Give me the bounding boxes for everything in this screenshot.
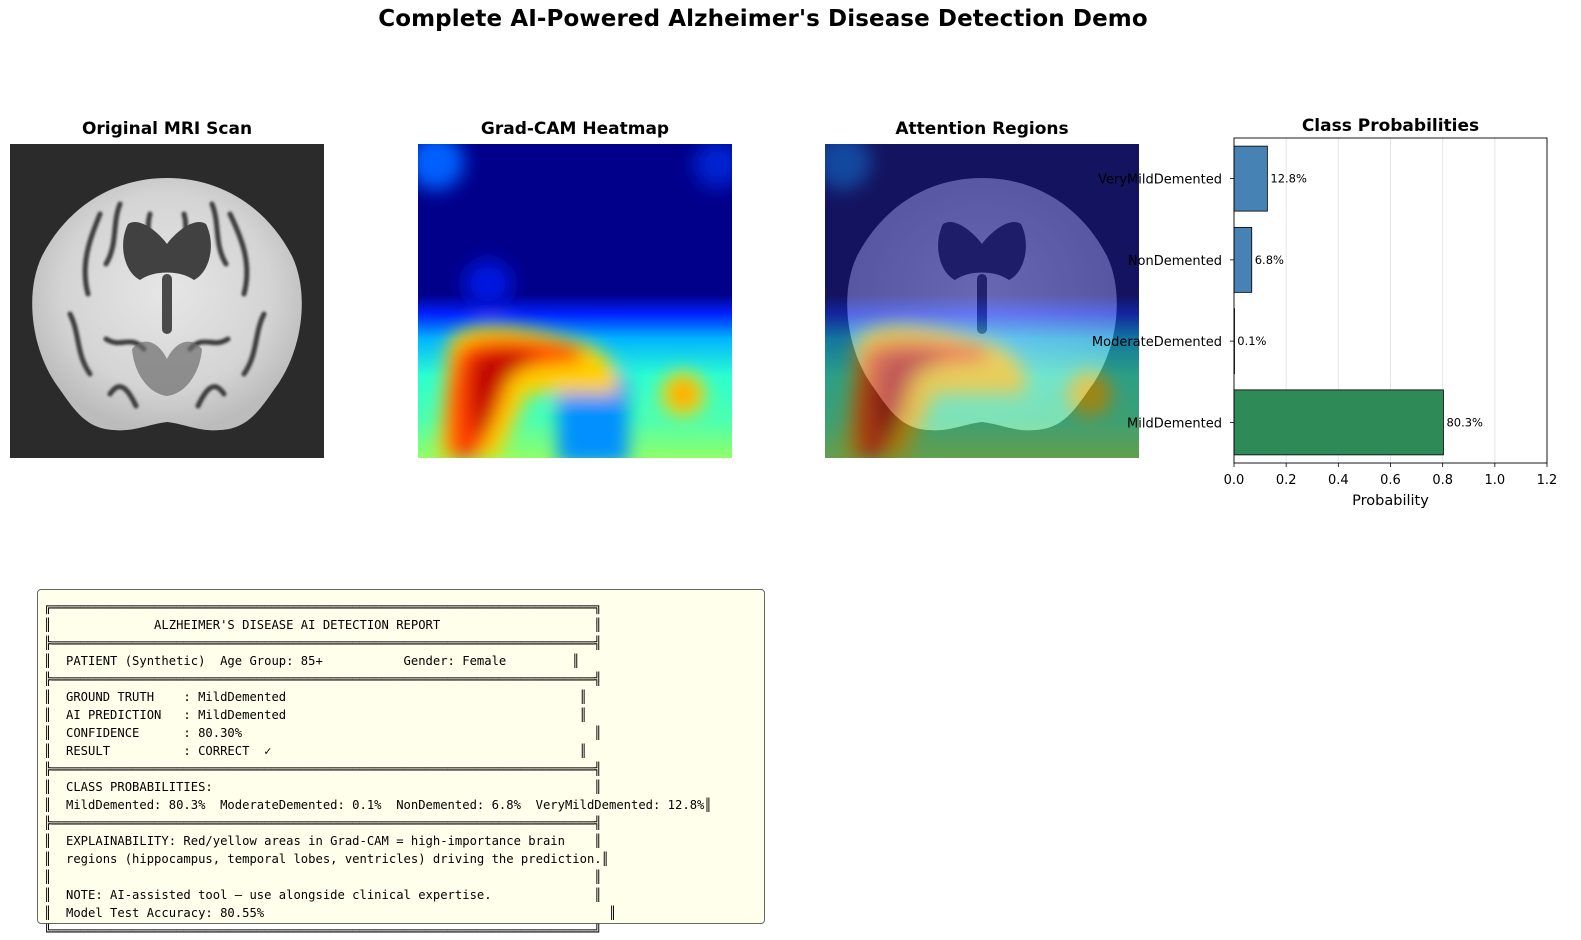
bar-value-label: 12.8%: [1270, 172, 1307, 186]
y-tick-label: ModerateDemented: [1092, 335, 1222, 350]
x-axis-label: Probability: [1352, 493, 1429, 509]
y-tick-label: VeryMildDemented: [1098, 173, 1222, 188]
report-line: ╔═══════════════════════════════════════…: [44, 600, 602, 614]
report-line: ║ MildDemented: 80.3% ModerateDemented: …: [44, 798, 712, 812]
report-line: ║ RESULT : CORRECT ✓ ║: [44, 744, 587, 758]
detection-report-box: ╔═══════════════════════════════════════…: [37, 589, 765, 938]
gradcam-heatmap-image: [418, 144, 732, 458]
report-line: ║ PATIENT (Synthetic) Age Group: 85+ Gen…: [44, 654, 580, 668]
original-mri-image: [10, 144, 324, 458]
report-line: ║ Model Test Accuracy: 80.55% ║: [44, 906, 617, 920]
report-line: ║ GROUND TRUTH : MildDemented ║: [44, 690, 587, 704]
detection-report-text: ╔═══════════════════════════════════════…: [44, 598, 712, 940]
bar: [1233, 389, 1444, 456]
bar-value-label: 0.1%: [1237, 334, 1266, 348]
y-tick-label: NonDemented: [1128, 254, 1222, 269]
report-line: ║ CONFIDENCE : 80.30% ║: [44, 726, 602, 740]
bar-value-label: 6.8%: [1255, 253, 1284, 267]
x-tick-label: 0.2: [1276, 473, 1297, 488]
report-line: ║ ALZHEIMER'S DISEASE AI DETECTION REPOR…: [44, 618, 602, 632]
x-tick-label: 0.6: [1380, 473, 1401, 488]
report-line: ╠═══════════════════════════════════════…: [44, 636, 602, 650]
report-line: ║ NOTE: AI-assisted tool — use alongside…: [44, 888, 602, 902]
report-line: ╠═══════════════════════════════════════…: [44, 762, 602, 776]
report-line: ║ CLASS PROBABILITIES: ║: [44, 780, 602, 794]
chart-title: Class Probabilities: [1302, 116, 1479, 136]
report-line: ║ EXPLAINABILITY: Red/yellow areas in Gr…: [44, 834, 602, 848]
report-line: ╠═══════════════════════════════════════…: [44, 816, 602, 830]
figure-title: Complete AI-Powered Alzheimer's Disease …: [378, 6, 1148, 32]
x-tick-label: 0.0: [1224, 473, 1245, 488]
bar: [1233, 145, 1268, 212]
x-tick-label: 0.8: [1432, 473, 1453, 488]
attention-overlay-image: [825, 144, 1139, 458]
bar: [1233, 226, 1253, 293]
gradcam-title: Grad-CAM Heatmap: [480, 119, 670, 139]
x-tick-label: 1.0: [1484, 473, 1505, 488]
original-mri-title: Original MRI Scan: [81, 119, 253, 139]
x-tick-label: 0.4: [1328, 473, 1349, 488]
x-tick-label: 1.2: [1537, 473, 1558, 488]
y-tick-label: MildDemented: [1127, 416, 1222, 431]
attention-title: Attention Regions: [895, 119, 1069, 139]
bar-value-label: 80.3%: [1446, 415, 1483, 429]
report-line: ║ AI PREDICTION : MildDemented ║: [44, 708, 587, 722]
report-line: ║ ║: [44, 870, 602, 884]
report-line: ║ regions (hippocampus, temporal lobes, …: [44, 852, 609, 866]
report-line: ╚═══════════════════════════════════════…: [44, 924, 602, 938]
report-line: ╠═══════════════════════════════════════…: [44, 672, 602, 686]
